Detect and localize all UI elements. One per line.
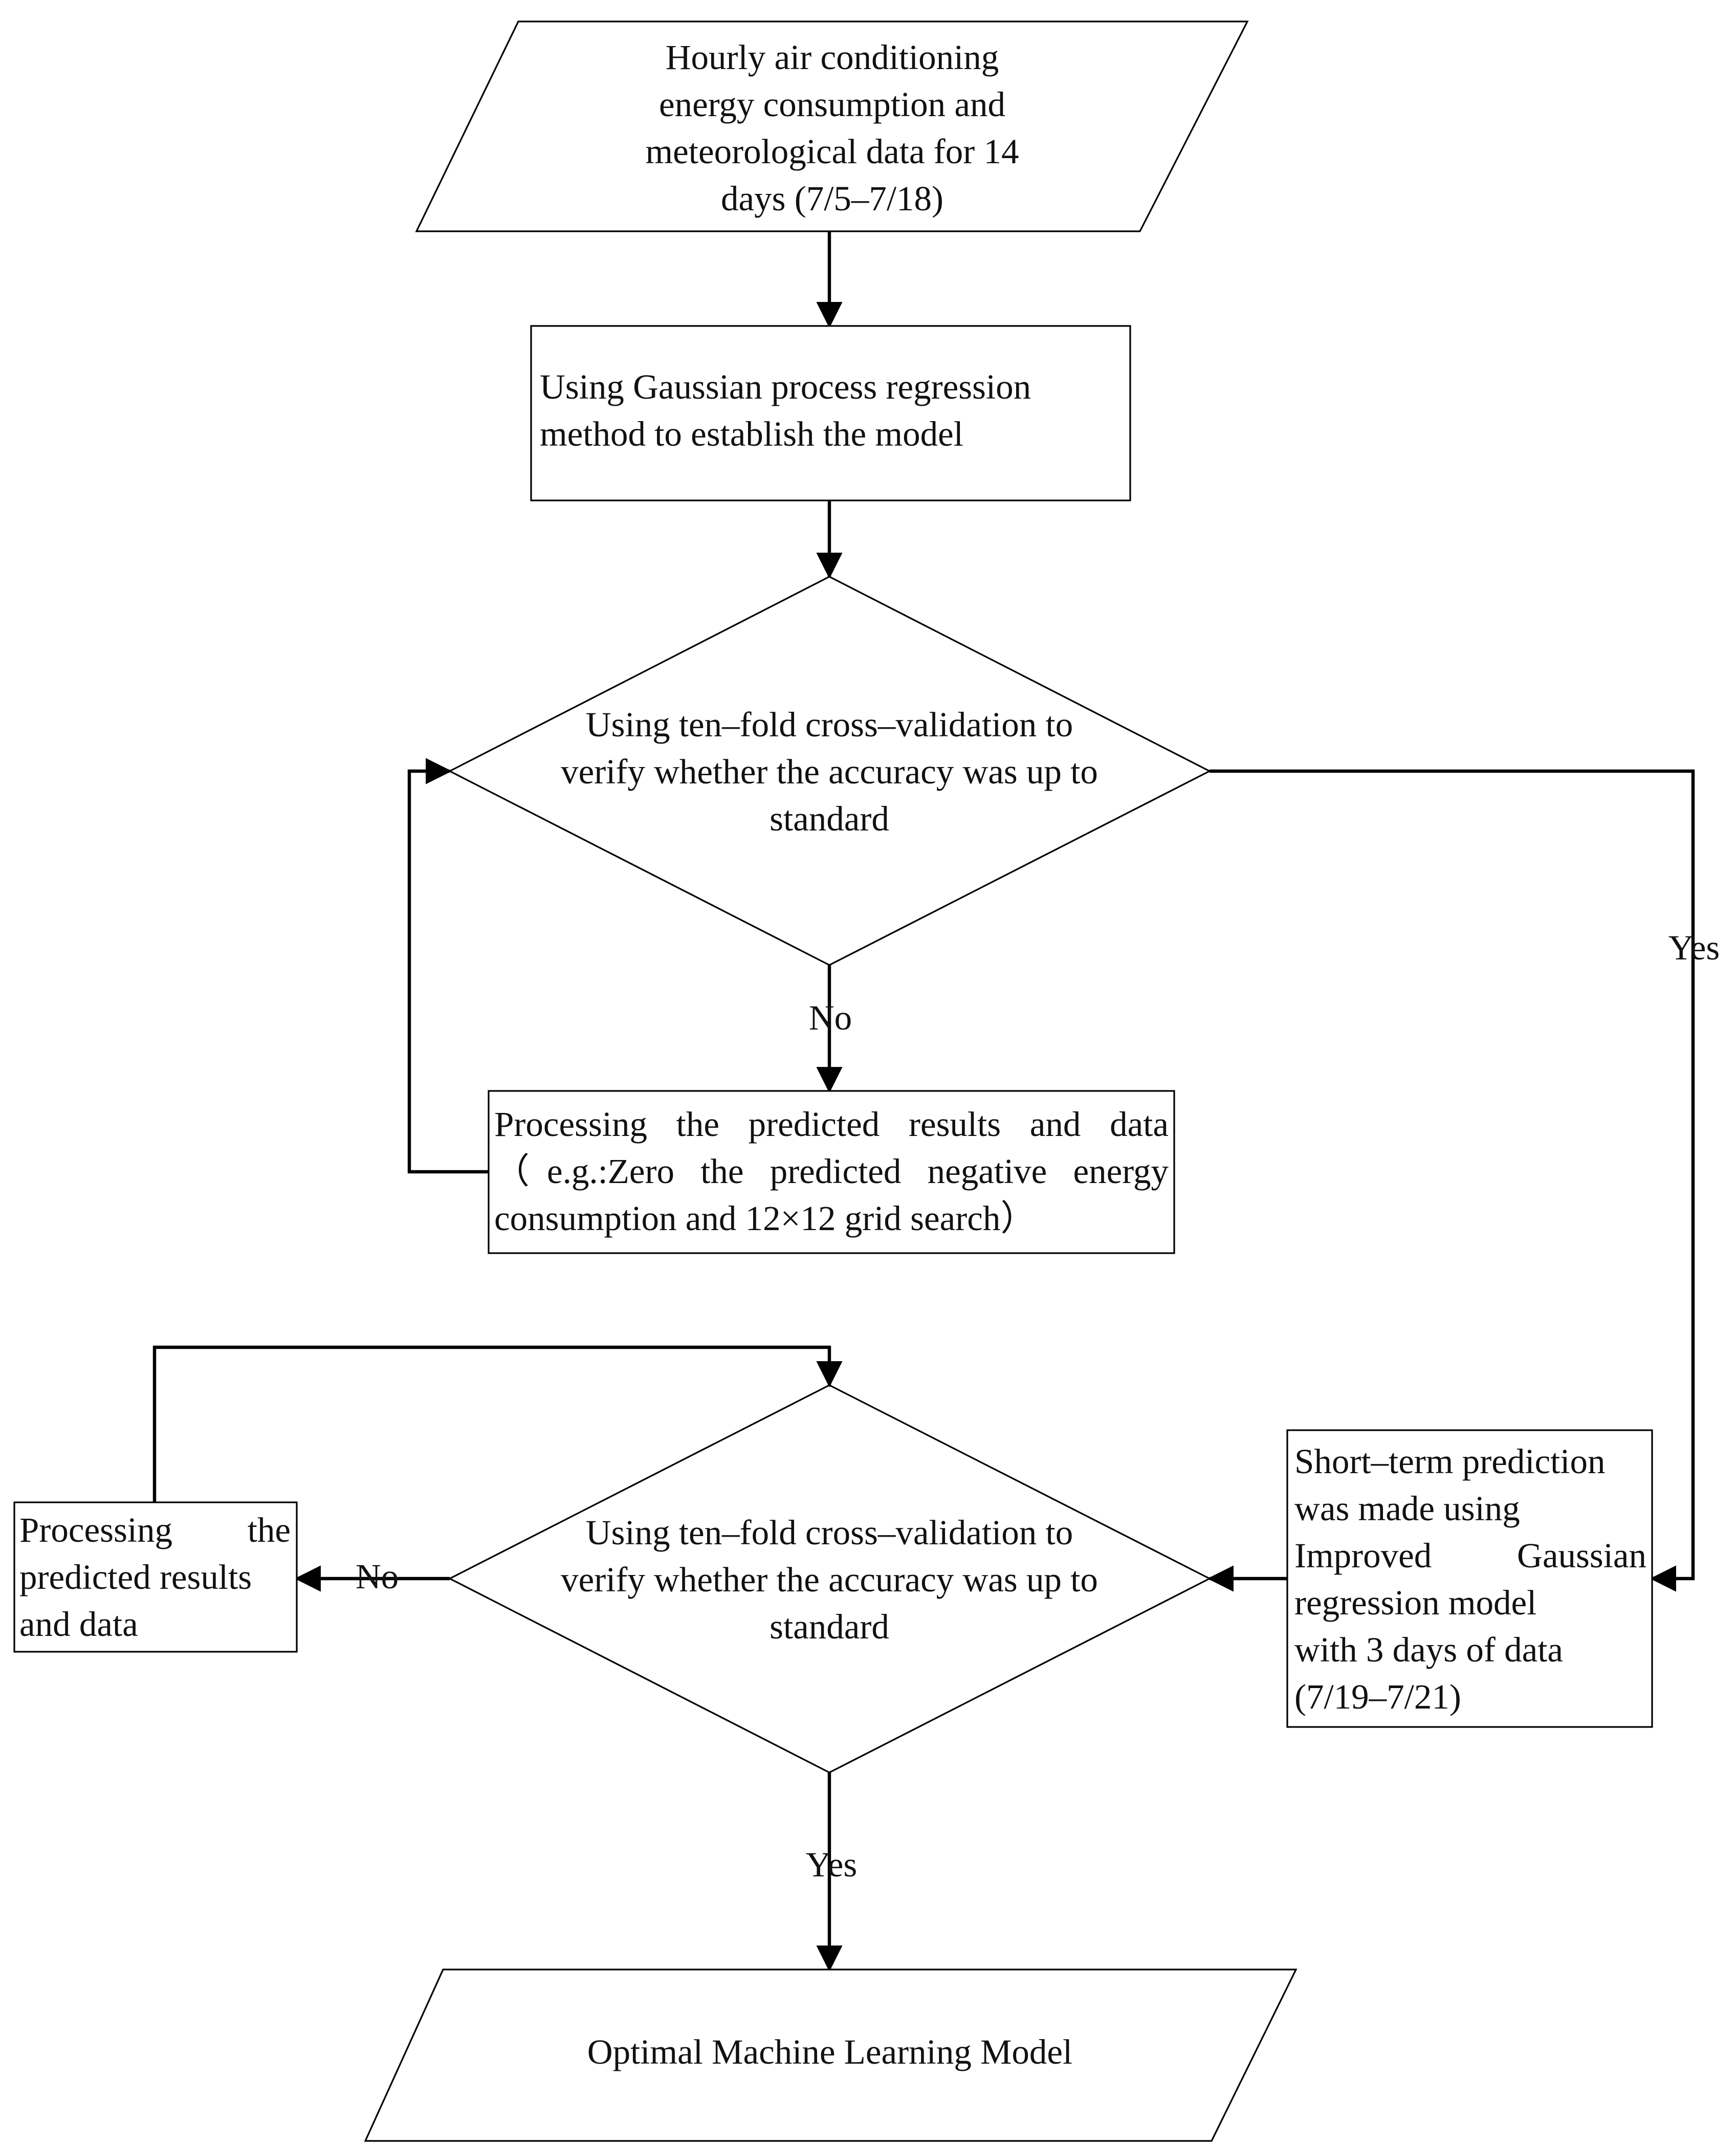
process-2-line-3: and data (19, 1605, 138, 1644)
decision-2-yes-label: Yes (805, 1847, 858, 1884)
input-data-parallelogram (415, 20, 1249, 232)
process-2-label: Processing the predicted results and dat… (19, 1506, 291, 1648)
short-term-line-3: Improved Gaussian (1294, 1536, 1646, 1575)
decision-1-yes-label-area: Yes (1668, 930, 1720, 967)
process-1-label: Processing the predicted results and dat… (494, 1096, 1169, 1246)
output-model-line-1: Optimal Machine Learning Model (587, 2032, 1073, 2071)
process-2-line-1: Processing the (19, 1511, 291, 1549)
short-term-line-1: Short–term prediction (1294, 1441, 1606, 1481)
output-model-parallelogram (364, 1968, 1298, 2142)
input-data-line-1: Hourly air conditioning (665, 38, 999, 77)
gpr-model-text-area: Using Gaussian process regression method… (540, 346, 1122, 474)
decision-2-text-area: Using ten–fold cross–validation to verif… (517, 1500, 1142, 1659)
decision-1-line-1: Using ten–fold cross–validation to (585, 705, 1073, 744)
output-model-label: Optimal Machine Learning Model (476, 2024, 1184, 2080)
decision-1-yes-connector (1210, 769, 1695, 1592)
input-data-line-2: energy consumption and (658, 85, 1006, 124)
decision-1-line-3: standard (770, 799, 889, 838)
decision-1-text-area: Using ten–fold cross–validation to verif… (517, 692, 1142, 851)
process-1-line-2: （e.g.:Zero the predicted negative energy (494, 1151, 1169, 1191)
decision-2-no-label: No (355, 1559, 399, 1596)
short-term-line-6: (7/19–7/21) (1294, 1677, 1461, 1716)
gpr-model-line-2: method to establish the model (540, 414, 963, 453)
decision-2-yes-label-area: Yes (805, 1847, 858, 1884)
decision-2-label: Using ten–fold cross–validation to verif… (517, 1500, 1142, 1659)
gpr-model-label: Using Gaussian process regression method… (540, 346, 1122, 474)
short-term-line-2: was made using (1294, 1489, 1520, 1528)
decision-2-line-3: standard (770, 1607, 889, 1646)
process-2-text-area: Processing the predicted results and dat… (19, 1506, 291, 1648)
process-1-line-1: Processing the predicted results and dat… (494, 1104, 1169, 1144)
input-data-label: Hourly air conditioning energy consumpti… (559, 36, 1105, 220)
input-data-line-3: meteorological data for 14 (645, 132, 1019, 171)
decision-1-line-2: verify whether the accuracy was up to (561, 752, 1098, 791)
decision-1-yes-label: Yes (1668, 930, 1720, 967)
process-1-text-area: Processing the predicted results and dat… (494, 1096, 1169, 1246)
process-2-line-2: predicted results (19, 1558, 252, 1596)
process-1-loop-arrow (407, 758, 489, 1174)
short-term-prediction-label: Short–term prediction was made using Imp… (1294, 1434, 1646, 1723)
short-term-line-5: with 3 days of data (1294, 1630, 1564, 1669)
decision-1-no-label-area: No (808, 1000, 852, 1037)
process-1-box (488, 1090, 1175, 1254)
short-term-prediction-box (1286, 1429, 1653, 1728)
decision-1-no-label: No (808, 1000, 852, 1037)
input-data-line-4: days (7/5–7/18) (720, 179, 944, 218)
decision-1-label: Using ten–fold cross–validation to verif… (517, 692, 1142, 851)
process-2-loop-arrow (152, 1345, 843, 1502)
decision-2-line-2: verify whether the accuracy was up to (561, 1560, 1098, 1599)
input-data-text-area: Hourly air conditioning energy consumpti… (559, 36, 1105, 220)
decision-2-no-label-area: No (355, 1559, 399, 1596)
output-model-text-area: Optimal Machine Learning Model (476, 2024, 1184, 2080)
gpr-model-line-1: Using Gaussian process regression (540, 367, 1031, 406)
process-2-box (13, 1501, 298, 1653)
gpr-model-box (530, 325, 1131, 501)
decision-2-line-1: Using ten–fold cross–validation to (585, 1513, 1073, 1552)
short-term-prediction-text-area: Short–term prediction was made using Imp… (1294, 1434, 1646, 1723)
process-1-line-3: consumption and 12×12 grid search） (494, 1198, 1036, 1238)
short-term-line-4: regression model (1294, 1583, 1537, 1622)
